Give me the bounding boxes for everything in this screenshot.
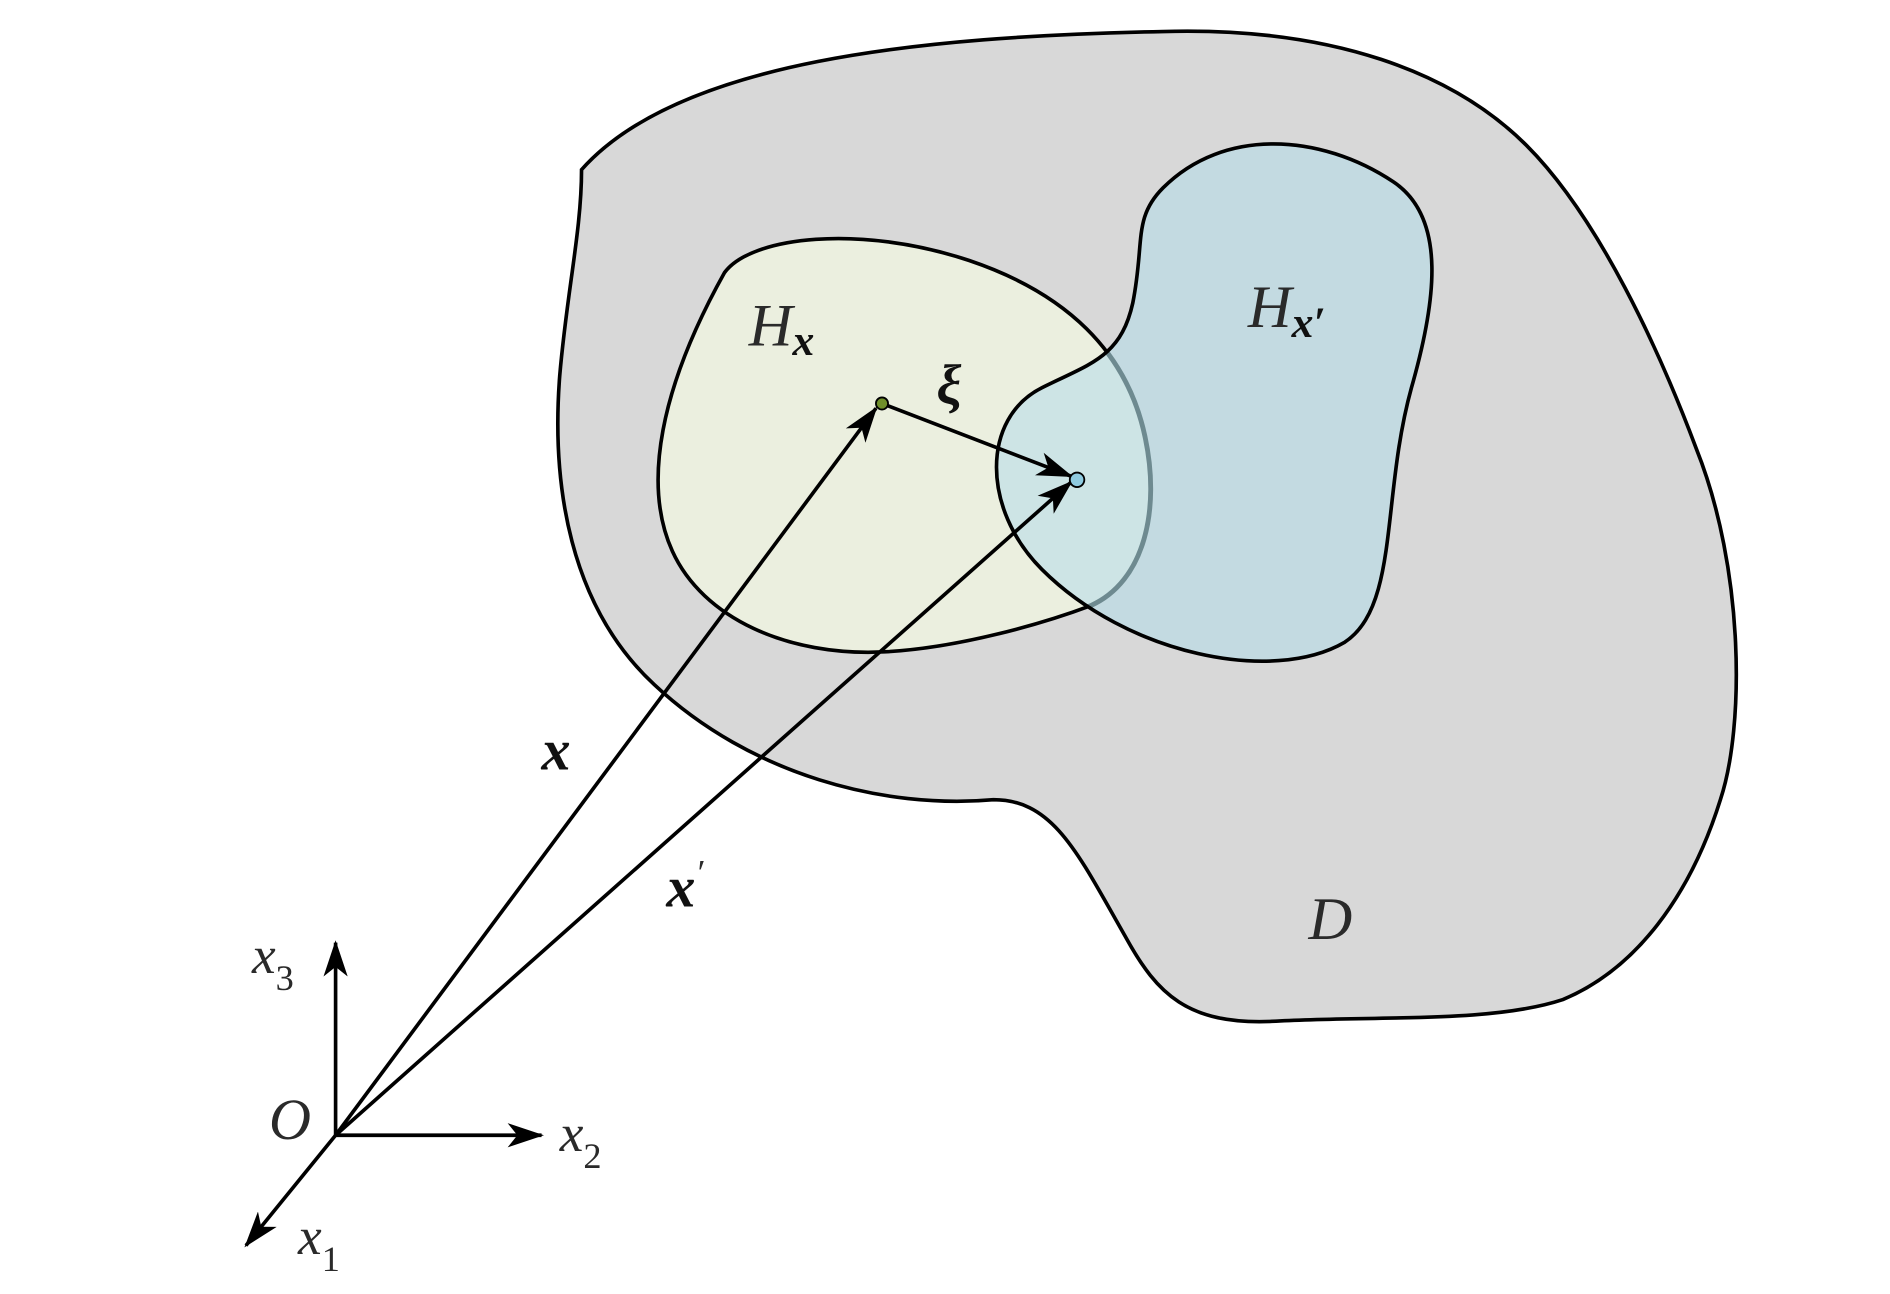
label-x3: x3 — [251, 926, 294, 998]
point-x — [875, 396, 889, 411]
horizon-x-prime-boundary — [994, 142, 1434, 663]
vector-x — [334, 406, 878, 1137]
label-xi: ξ — [937, 354, 962, 416]
label-D: D — [1307, 886, 1352, 953]
label-x3-base: x — [251, 926, 276, 985]
label-vector-x-prime-base: x — [665, 854, 695, 919]
label-x2: x2 — [559, 1104, 602, 1176]
label-Hx-prime-base: H — [1247, 274, 1295, 341]
label-x1-base: x — [297, 1207, 322, 1266]
point-x-prime — [1068, 471, 1086, 488]
label-Hx-sub: x — [791, 317, 814, 365]
label-x2-sub: 2 — [583, 1136, 601, 1176]
label-origin: O — [269, 1087, 311, 1152]
label-Hx-prime-sub: x′ — [1291, 299, 1326, 347]
axis-x1 — [244, 1134, 338, 1248]
label-vector-x: x — [541, 717, 571, 782]
label-vector-x-prime: x′ — [665, 852, 704, 919]
label-x3-sub: 3 — [276, 958, 294, 998]
label-Hx-prime: Hx′ — [1247, 274, 1326, 347]
label-x2-base: x — [559, 1104, 584, 1163]
label-Hx: Hx — [748, 292, 815, 365]
label-vector-x-prime-mark: ′ — [695, 852, 704, 892]
label-x1: x1 — [297, 1207, 340, 1279]
vector-x-prime — [334, 480, 1073, 1137]
label-Hx-base: H — [748, 292, 796, 359]
label-x1-sub: 1 — [322, 1239, 340, 1279]
vector-xi — [881, 401, 1074, 478]
